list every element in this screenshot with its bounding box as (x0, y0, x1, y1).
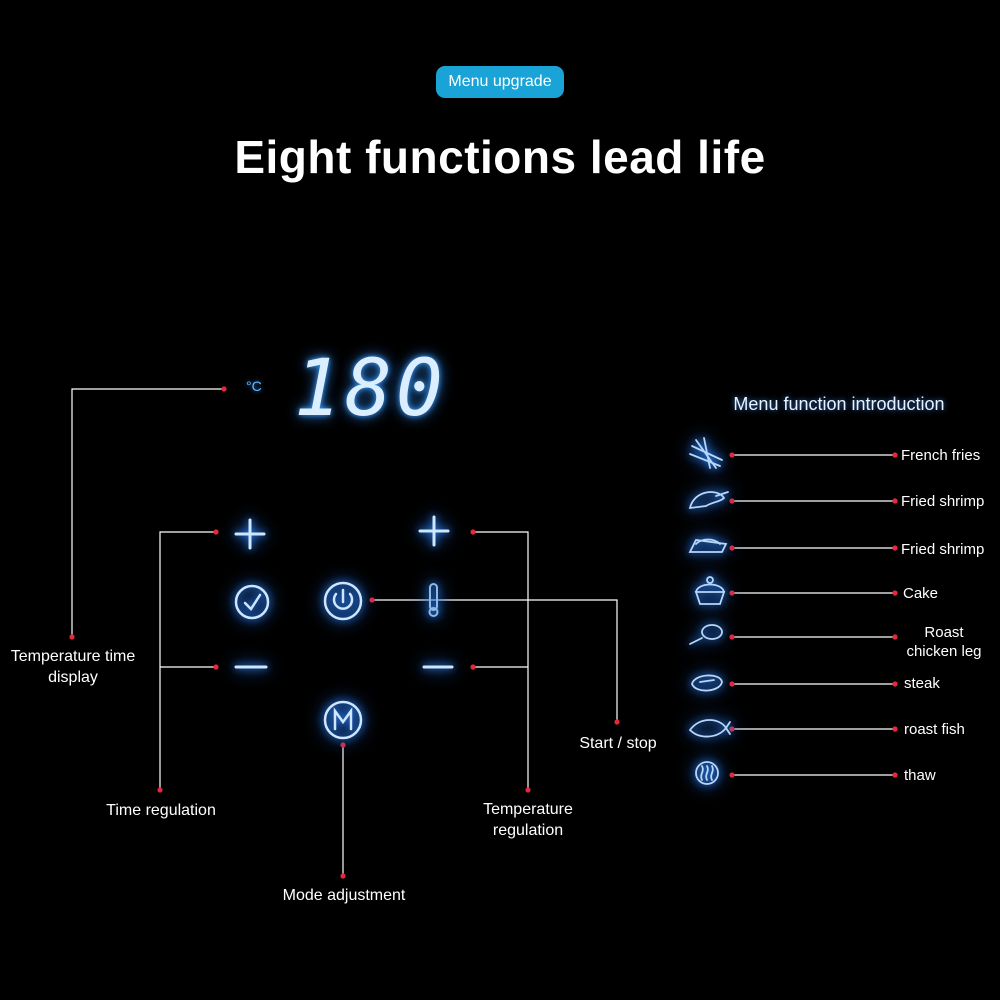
menu-item-cake: Cake (903, 585, 939, 602)
page-title: Eight functions lead life (234, 131, 766, 183)
menu-upgrade-badge: Menu upgrade (436, 66, 564, 98)
mode-m-icon[interactable] (323, 700, 363, 740)
shrimp-tray-icon (688, 538, 728, 553)
label-time-regulation: Time regulation (106, 802, 216, 819)
thermometer-icon (428, 583, 439, 617)
menu-title: Menu function introduction (733, 394, 945, 414)
power-icon[interactable] (323, 581, 363, 621)
menu-item-thaw: thaw (904, 767, 936, 784)
menu-item-roast-fish: roast fish (904, 721, 965, 738)
label-mode-adjustment: Mode adjustment (282, 887, 406, 904)
label-start-stop: Start / stop (579, 735, 657, 752)
shrimp-icon (688, 491, 729, 510)
menu-item-steak: steak (904, 675, 940, 692)
temp-plus-icon[interactable] (418, 515, 450, 547)
menu-item-fried-shrimp-2: Fried shrimp (901, 541, 985, 558)
cake-icon (694, 576, 726, 605)
clock-icon[interactable] (234, 584, 270, 620)
steak-icon (691, 674, 723, 692)
chicken-leg-icon (689, 624, 723, 645)
menu-item-french-fries: French fries (901, 447, 981, 464)
fish-icon (688, 719, 731, 738)
time-plus-icon[interactable] (234, 518, 266, 550)
thaw-icon (695, 761, 719, 785)
celsius-unit: °C (246, 378, 262, 394)
menu-item-fried-shrimp: Fried shrimp (901, 493, 985, 510)
temperature-readout: 180 (294, 344, 447, 434)
french-fries-icon (689, 437, 723, 469)
